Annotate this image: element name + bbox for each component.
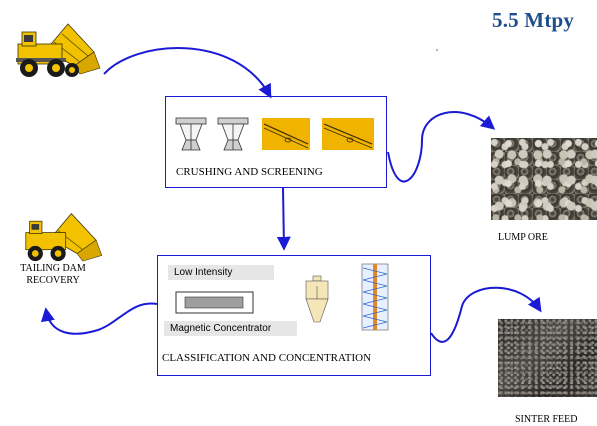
classification-to-sinter-feed-arrow <box>430 286 542 343</box>
low-intensity-label: Low Intensity <box>168 265 274 280</box>
jaw-crusher-icon <box>217 117 249 151</box>
cone-crusher-icon <box>175 117 207 151</box>
magnetic-separator-icon <box>175 291 254 314</box>
tailing-dam-label: TAILING DAM RECOVERY <box>12 263 94 287</box>
truck-to-crushing-arrow <box>103 47 272 99</box>
lump-ore-label: LUMP ORE <box>498 232 548 243</box>
sinter-feed-photo <box>498 319 597 397</box>
vibrating-screen-icon-2 <box>322 118 374 150</box>
tailing-dam-line1: TAILING DAM <box>20 263 86 274</box>
tailing-dam-line2: RECOVERY <box>26 275 80 286</box>
stray-dot <box>436 49 438 51</box>
page-title: 5.5 Mtpy <box>492 8 575 32</box>
crushing-to-classification-arrow <box>276 187 291 251</box>
haul-truck-icon <box>16 23 101 77</box>
crushing-screening-caption: CRUSHING AND SCREENING <box>176 166 323 178</box>
vibrating-screen-icon <box>262 118 310 150</box>
classification-concentration-caption: CLASSIFICATION AND CONCENTRATION <box>162 352 372 364</box>
magnetic-concentrator-label: Magnetic Concentrator <box>164 321 297 336</box>
cyclone-icon <box>305 275 329 323</box>
tailing-truck-icon <box>25 213 103 262</box>
crushing-to-lump-ore-arrow <box>387 111 496 183</box>
spiral-classifier-icon <box>361 263 389 331</box>
classification-to-tailing-arrow <box>40 302 158 335</box>
sinter-feed-label: SINTER FEED <box>515 414 578 425</box>
lump-ore-photo <box>491 138 597 220</box>
